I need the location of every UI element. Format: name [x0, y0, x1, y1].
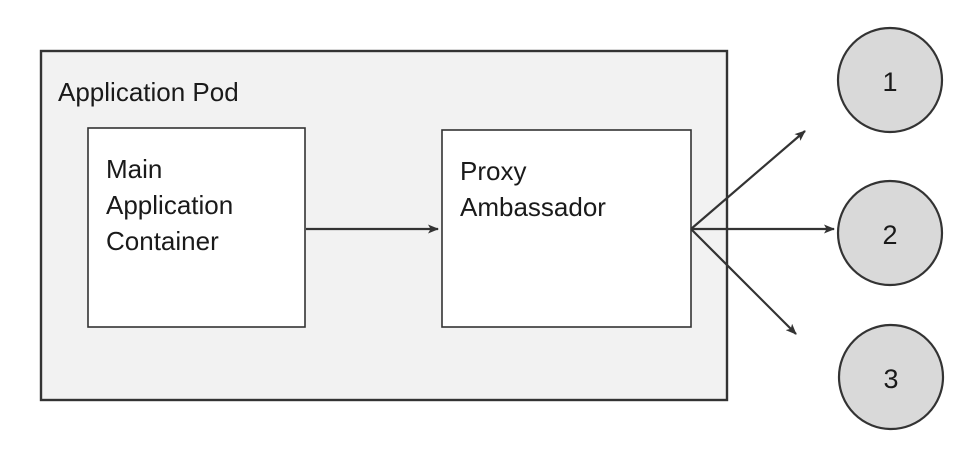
arrow-proxy-to-endpoint-3 — [690, 228, 797, 335]
endpoint-circle-3[interactable] — [837, 323, 945, 431]
main-application-container-box[interactable] — [87, 127, 306, 328]
main-application-container-label-line-2: Application — [106, 190, 233, 220]
endpoint-circle-2-label: 2 — [882, 220, 897, 250]
application-pod-label: Application Pod — [58, 77, 239, 107]
main-application-container-label-line-1: Main — [106, 154, 162, 184]
endpoint-circle-2[interactable] — [836, 179, 944, 287]
proxy-ambassador-label-line-1: Proxy — [460, 156, 526, 186]
endpoint-circle-1-label: 1 — [882, 67, 897, 97]
proxy-ambassador-container-box[interactable] — [441, 129, 692, 328]
endpoint-circle-1[interactable] — [836, 26, 944, 134]
proxy-ambassador-label-line-2: Ambassador — [460, 192, 606, 222]
main-application-container-label-line-3: Container — [106, 226, 219, 256]
endpoint-circle-3-label: 3 — [883, 364, 898, 394]
arrow-proxy-to-endpoint-1 — [690, 130, 806, 230]
